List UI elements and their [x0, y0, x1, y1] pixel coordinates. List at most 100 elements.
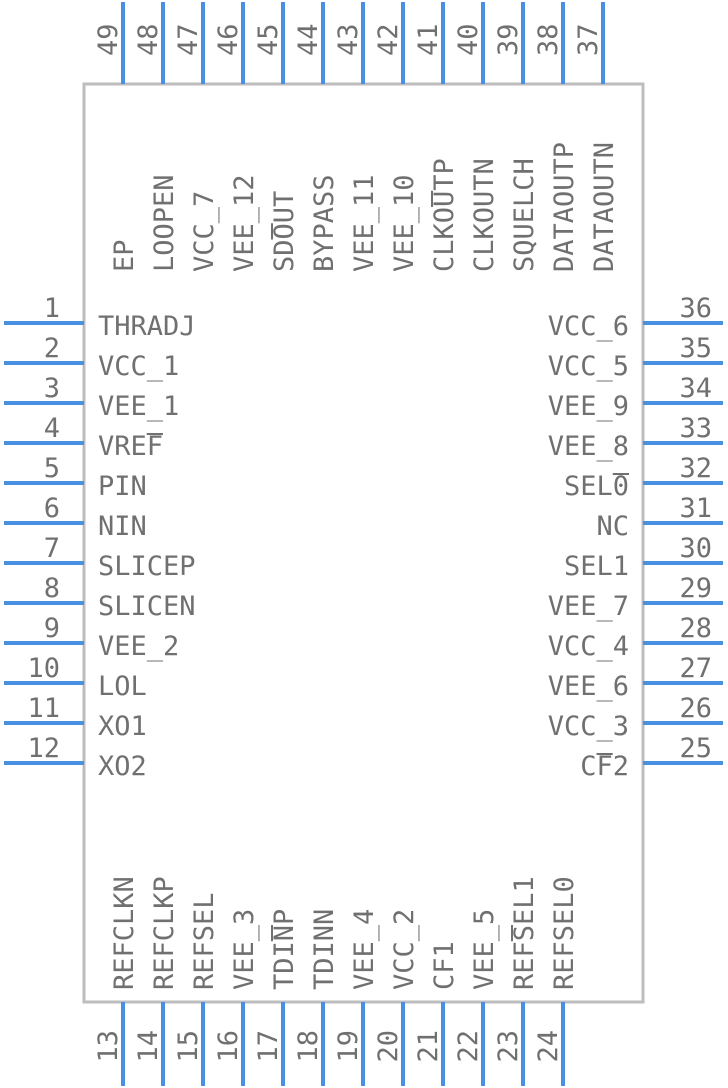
pin-41-number: 41 — [413, 23, 444, 56]
pin-24-name-refsel0: REFSEL0 — [549, 876, 580, 990]
pin-38-name-dataoutp: DATAOUTP — [549, 142, 580, 272]
pin-1-number: 1 — [44, 293, 60, 324]
pin-29-name-vee-7: VEE_7 — [548, 591, 629, 622]
pin-4-number: 4 — [44, 413, 60, 444]
pin-35-number: 35 — [679, 333, 712, 364]
pin-32-name-sel0: SEL0 — [564, 471, 629, 502]
pin-34-name-vee-9: VEE_9 — [548, 391, 629, 422]
pin-26-name-vcc-3: VCC_3 — [548, 711, 629, 742]
pin-9-name-vee-2: VEE_2 — [98, 631, 179, 662]
pin-48-name-loopen: LOOPEN — [149, 174, 180, 272]
pin-42-number: 42 — [373, 23, 404, 56]
pin-31-number: 31 — [679, 493, 712, 524]
pin-2-number: 2 — [44, 333, 60, 364]
pin-20-number: 20 — [373, 1030, 404, 1063]
pin-45-number: 45 — [253, 23, 284, 56]
pin-38-number: 38 — [533, 23, 564, 56]
pin-10-number: 10 — [27, 653, 60, 684]
pin-6-name-nin: NIN — [98, 511, 147, 542]
pin-44-number: 44 — [293, 23, 324, 56]
pin-8-number: 8 — [44, 573, 60, 604]
pin-28-name-vcc-4: VCC_4 — [548, 631, 629, 662]
pin-27-number: 27 — [679, 653, 712, 684]
pin-33-number: 33 — [679, 413, 712, 444]
pin-21-number: 21 — [413, 1030, 444, 1063]
pin-21-name-cf1: CF1 — [429, 941, 460, 990]
pin-19-number: 19 — [333, 1030, 364, 1063]
pin-43-name-vee-11: VEE_11 — [349, 174, 380, 272]
pin-12-name-xo2: XO2 — [98, 751, 147, 782]
pin-28-number: 28 — [679, 613, 712, 644]
pin-22-name-vee-5: VEE_5 — [469, 909, 500, 990]
pin-12-number: 12 — [27, 733, 60, 764]
pin-41-name-clkoutp: CLKOUTP — [429, 158, 460, 272]
pin-16-number: 16 — [213, 1030, 244, 1063]
pin-31-name-nc: NC — [596, 511, 629, 542]
pin-46-number: 46 — [213, 23, 244, 56]
pin-11-name-xo1: XO1 — [98, 711, 147, 742]
pin-30-number: 30 — [679, 533, 712, 564]
pin-8-name-slicen: SLICEN — [98, 591, 196, 622]
pin-9-number: 9 — [44, 613, 60, 644]
pin-35-name-vcc-5: VCC_5 — [548, 351, 629, 382]
pin-24-number: 24 — [533, 1030, 564, 1063]
pin-26-number: 26 — [679, 693, 712, 724]
pin-47-number: 47 — [173, 23, 204, 56]
pin-18-name-tdinn: TDINN — [309, 909, 340, 990]
pin-11-number: 11 — [27, 693, 60, 724]
pin-40-number: 40 — [453, 23, 484, 56]
pin-29-number: 29 — [679, 573, 712, 604]
pin-3-number: 3 — [44, 373, 60, 404]
pin-5-number: 5 — [44, 453, 60, 484]
pin-36-number: 36 — [679, 293, 712, 324]
ic-body — [82, 82, 645, 1004]
pin-2-name-vcc-1: VCC_1 — [98, 351, 179, 382]
pin-44-name-bypass: BYPASS — [309, 174, 340, 272]
pin-17-number: 17 — [253, 1030, 284, 1063]
pin-14-name-refclkp: REFCLKP — [149, 876, 180, 990]
pin-20-name-vcc-2: VCC_2 — [389, 909, 420, 990]
pin-49-number: 49 — [93, 23, 124, 56]
pin-25-name-cf2: CF2 — [580, 751, 629, 782]
pin-43-number: 43 — [333, 23, 364, 56]
pin-27-name-vee-6: VEE_6 — [548, 671, 629, 702]
pin-32-number: 32 — [679, 453, 712, 484]
pin-39-number: 39 — [493, 23, 524, 56]
pin-36-name-vcc-6: VCC_6 — [548, 311, 629, 342]
pin-13-name-refclkn: REFCLKN — [109, 876, 140, 990]
pin-7-name-slicep: SLICEP — [98, 551, 196, 582]
pin-40-name-clkoutn: CLKOUTN — [469, 158, 500, 272]
pin-1-name-thradj: THRADJ — [98, 311, 196, 342]
pin-14-number: 14 — [133, 1030, 164, 1063]
pin-13-number: 13 — [93, 1030, 124, 1063]
pin-23-name-refsel1: REFSEL1 — [509, 876, 540, 990]
pin-4-name-vref: VREF — [98, 431, 163, 462]
pin-33-name-vee-8: VEE_8 — [548, 431, 629, 462]
pin-16-name-vee-3: VEE_3 — [229, 909, 260, 990]
pin-18-number: 18 — [293, 1030, 324, 1063]
pin-37-number: 37 — [573, 23, 604, 56]
pin-15-name-refsel: REFSEL — [189, 892, 220, 990]
pin-6-number: 6 — [44, 493, 60, 524]
pin-48-number: 48 — [133, 23, 164, 56]
pin-22-number: 22 — [453, 1030, 484, 1063]
pin-42-name-vee-10: VEE_10 — [389, 174, 420, 272]
pin-30-name-sel1: SEL1 — [564, 551, 629, 582]
pin-47-name-vcc-7: VCC_7 — [189, 191, 220, 272]
pin-5-name-pin: PIN — [98, 471, 147, 502]
pin-7-number: 7 — [44, 533, 60, 564]
pin-10-name-lol: LOL — [98, 671, 147, 702]
pin-34-number: 34 — [679, 373, 712, 404]
pin-46-name-vee-12: VEE_12 — [229, 174, 260, 272]
pin-25-number: 25 — [679, 733, 712, 764]
pin-37-name-dataoutn: DATAOUTN — [589, 142, 620, 272]
pin-49-name-ep: EP — [109, 239, 140, 272]
pin-39-name-squelch: SQUELCH — [509, 158, 540, 272]
pin-17-name-tdinp: TDINP — [269, 909, 300, 990]
pin-15-number: 15 — [173, 1030, 204, 1063]
pin-3-name-vee-1: VEE_1 — [98, 391, 179, 422]
pin-45-name-sdout: SDOUT — [269, 191, 300, 272]
pin-19-name-vee-4: VEE_4 — [349, 909, 380, 990]
